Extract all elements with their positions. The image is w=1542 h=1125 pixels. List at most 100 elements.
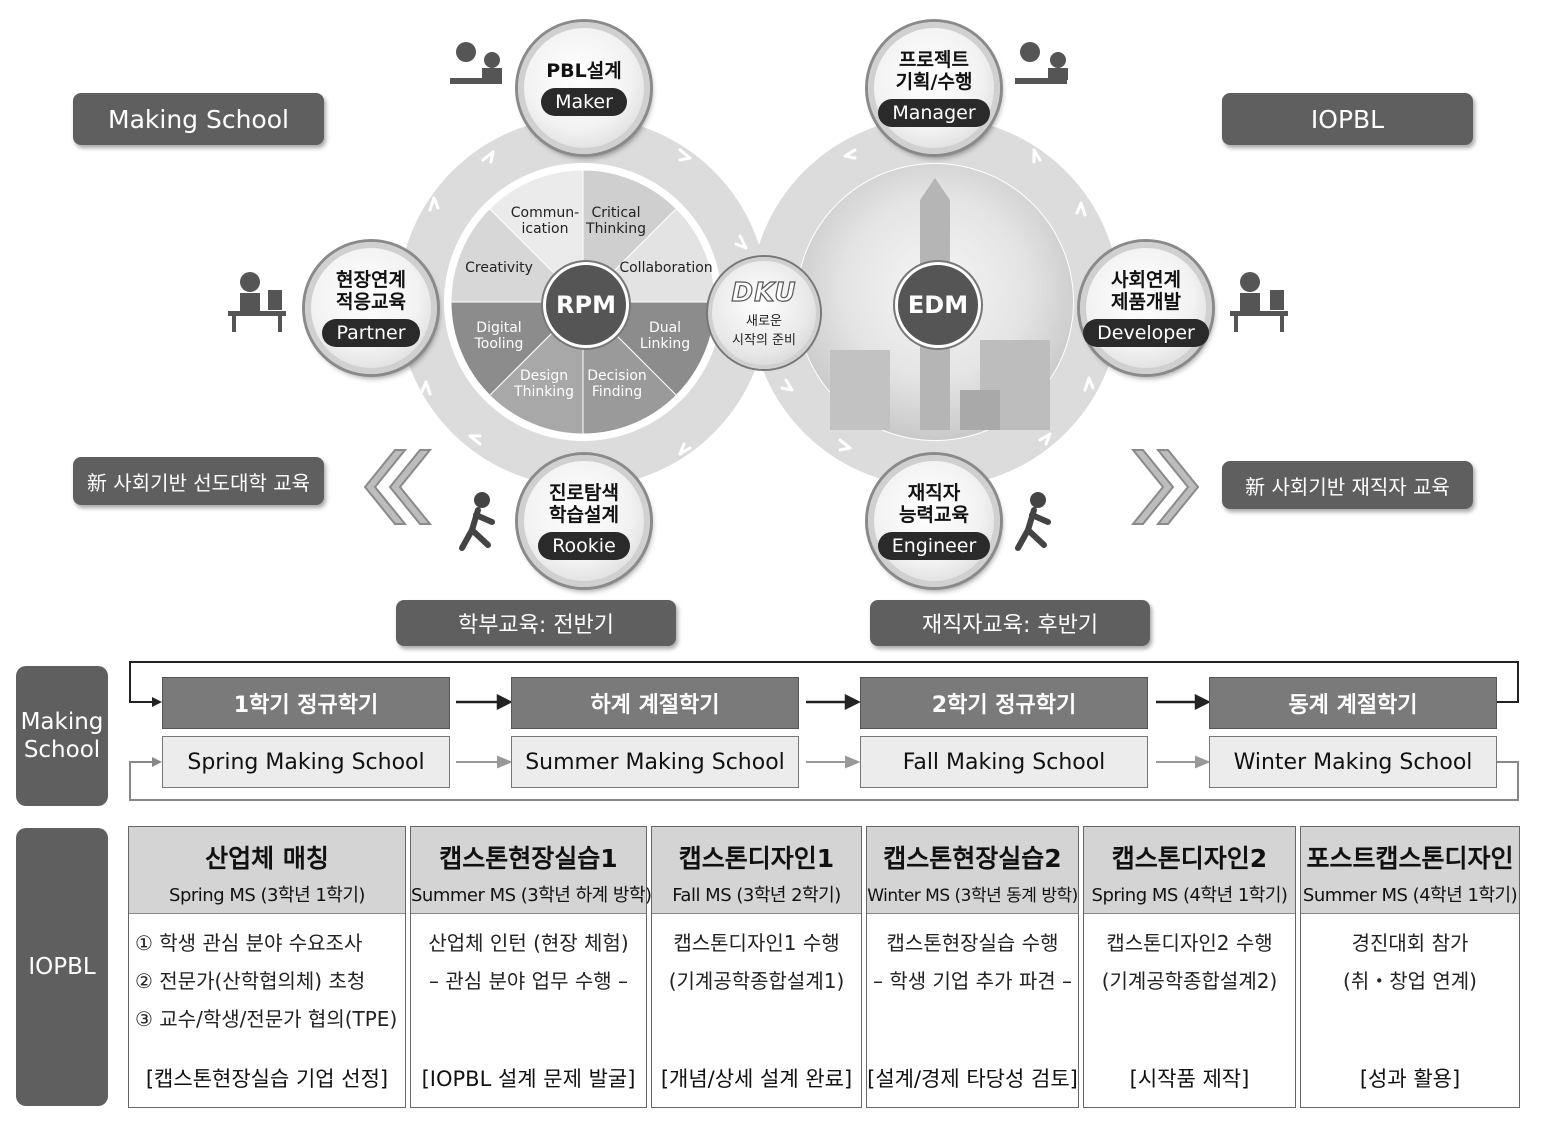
making-school-fall: Fall Making School	[860, 736, 1148, 788]
role-badge: Maker	[541, 88, 627, 116]
column-result: [설계/경제 타당성 검토]	[867, 1067, 1078, 1091]
body-line: 캡스톤디자인2 수행	[1106, 931, 1273, 955]
column-head: 캡스톤디자인2 Spring MS (4학년 1학기)	[1084, 827, 1295, 914]
making-school-spring: Spring Making School	[162, 736, 450, 788]
semester-head-3: 2학기 정규학기	[860, 677, 1148, 729]
column-title: 캡스톤디자인1	[678, 844, 835, 873]
node-kr-label: 프로젝트 기획/수행	[895, 49, 973, 93]
column-title: 산업체 매칭	[205, 844, 329, 873]
semester-head-4: 동계 계절학기	[1209, 677, 1497, 729]
arrow-icon	[838, 438, 852, 452]
column-result: [IOPBL 설계 문제 발굴]	[421, 1067, 636, 1091]
column-result: [캡스톤현장실습 기업 선정]	[145, 1067, 389, 1091]
body-line: 경진대회 참가	[1351, 931, 1469, 955]
node-field-training: 현장연계 적응교육 Partner	[305, 242, 437, 374]
column-body: 캡스톤현장실습 수행 – 학생 기업 추가 파견 –	[867, 914, 1078, 1000]
column-title: 캡스톤현장실습2	[883, 844, 1062, 873]
node-kr-label: 진로탐색 학습설계	[549, 482, 619, 526]
role-badge: Manager	[878, 99, 990, 127]
body-line: (취・창업 연계)	[1343, 969, 1477, 993]
semester-head-1: 1학기 정규학기	[162, 677, 450, 729]
making-school-pill: Making School	[73, 93, 324, 145]
node-kr-label: 사회연계 제품개발	[1111, 269, 1181, 313]
iopbl-column: 캡스톤현장실습2 Winter MS (3학년 동계 방학) 캡스톤현장실습 수…	[866, 826, 1079, 1108]
column-result: [시작품 제작]	[1129, 1067, 1250, 1091]
node-project-planning: 프로젝트 기획/수행 Manager	[868, 22, 1000, 154]
column-body: 캡스톤디자인1 수행 (기계공학종합설계1)	[652, 914, 861, 1000]
arrow-icon	[678, 442, 692, 456]
column-subtitle: Summer MS (3학년 하계 방학)	[411, 885, 652, 906]
column-head: 캡스톤현장실습2 Winter MS (3학년 동계 방학)	[867, 827, 1078, 914]
column-result: [개념/상세 설계 완료]	[660, 1067, 853, 1091]
making-row-connectors	[129, 661, 1519, 801]
body-line: ① 학생 관심 분야 수요조사	[135, 931, 363, 955]
column-head: 산업체 매칭 Spring MS (3학년 1학기)	[129, 827, 405, 914]
role-badge: Partner	[322, 319, 420, 347]
making-school-winter: Winter Making School	[1209, 736, 1497, 788]
arrow-icon	[420, 380, 432, 396]
iopbl-pill: IOPBL	[1222, 93, 1473, 145]
iopbl-row-label: IOPBL	[16, 828, 108, 1106]
dku-line2: 시작의 준비	[732, 333, 796, 348]
column-title: 캡스톤디자인2	[1111, 844, 1268, 873]
column-body: ① 학생 관심 분야 수요조사 ② 전문가(산학협의체) 초청 ③ 교수/학생/…	[129, 914, 405, 1038]
body-line: (기계공학종합설계1)	[668, 969, 845, 993]
column-subtitle: Fall MS (3학년 2학기)	[672, 885, 841, 906]
role-badge: Developer	[1083, 319, 1209, 347]
node-career-design: 진로탐색 학습설계 Rookie	[518, 455, 650, 587]
column-title: 포스트캡스톤디자인	[1306, 844, 1514, 873]
arrow-icon	[1038, 432, 1052, 446]
column-subtitle: Spring MS (3학년 1학기)	[169, 885, 365, 906]
body-line: 캡스톤현장실습 수행	[886, 931, 1059, 955]
campus-photo	[830, 178, 1050, 430]
ring-arrows	[420, 148, 1095, 456]
arrow-icon	[734, 234, 748, 250]
body-line: ② 전문가(산학협의체) 초청	[135, 969, 366, 993]
rpm-wheel	[450, 169, 716, 435]
node-kr-label: 재직자 능력교육	[899, 482, 969, 526]
body-line: 산업체 인턴 (현장 체험)	[428, 931, 629, 955]
arrow-icon	[468, 434, 482, 446]
rpm-label: RPM	[556, 291, 616, 319]
iopbl-column: 캡스톤현장실습1 Summer MS (3학년 하계 방학) 산업체 인턴 (현…	[410, 826, 652, 1108]
edm-label: EDM	[907, 291, 969, 319]
node-worker-training: 재직자 능력교육 Engineer	[868, 455, 1000, 587]
node-pbl-design: PBL설계 Maker	[518, 22, 650, 154]
node-kr-label: PBL설계	[546, 60, 622, 82]
arrow-icon	[780, 378, 794, 392]
dku-logo: DKU	[731, 277, 797, 308]
worker-pill: 재직자교육: 후반기	[870, 600, 1150, 646]
column-subtitle: Winter MS (3학년 동계 방학)	[867, 886, 1078, 906]
chevron-left-icon	[363, 449, 433, 525]
column-subtitle: Summer MS (4학년 1학기)	[1302, 885, 1518, 906]
column-result: [성과 활용]	[1359, 1067, 1461, 1091]
arrow-icon	[678, 148, 692, 162]
semester-head-2: 하계 계절학기	[511, 677, 799, 729]
right-education-pill: 新 사회기반 재직자 교육	[1222, 461, 1473, 509]
column-head: 포스트캡스톤디자인 Summer MS (4학년 1학기)	[1301, 827, 1519, 914]
body-line: ③ 교수/학생/전문가 협의(TPE)	[135, 1007, 398, 1031]
column-subtitle: Spring MS (4학년 1학기)	[1091, 885, 1288, 906]
iopbl-column: 포스트캡스톤디자인 Summer MS (4학년 1학기) 경진대회 참가 (취…	[1300, 826, 1520, 1108]
running-person-icon	[459, 492, 495, 551]
undergrad-pill: 학부교육: 전반기	[396, 600, 676, 646]
student-desk-icon	[1230, 272, 1288, 332]
body-line: – 관심 분야 업무 수행 –	[429, 969, 628, 993]
desk-worker-icon	[450, 42, 502, 84]
dku-badge: DKU 새로운 시작의 준비	[708, 257, 820, 369]
node-product-dev: 사회연계 제품개발 Developer	[1080, 242, 1212, 374]
role-badge: Engineer	[877, 532, 991, 560]
iopbl-column: 산업체 매칭 Spring MS (3학년 1학기) ① 학생 관심 분야 수요…	[128, 826, 406, 1108]
role-badge: Rookie	[538, 532, 630, 560]
body-line: 캡스톤디자인1 수행	[673, 931, 840, 955]
left-education-pill: 新 사회기반 선도대학 교육	[73, 457, 324, 505]
making-school-summer: Summer Making School	[511, 736, 799, 788]
student-desk-icon	[228, 272, 286, 332]
column-body: 경진대회 참가 (취・창업 연계)	[1301, 914, 1519, 1000]
arrow-icon	[1075, 201, 1087, 217]
chevron-right-icon	[1130, 449, 1200, 525]
making-school-row-label: Making School	[16, 666, 108, 806]
arrow-icon	[1032, 148, 1042, 164]
column-body: 캡스톤디자인2 수행 (기계공학종합설계2)	[1084, 914, 1295, 1000]
arrow-icon	[428, 196, 440, 212]
